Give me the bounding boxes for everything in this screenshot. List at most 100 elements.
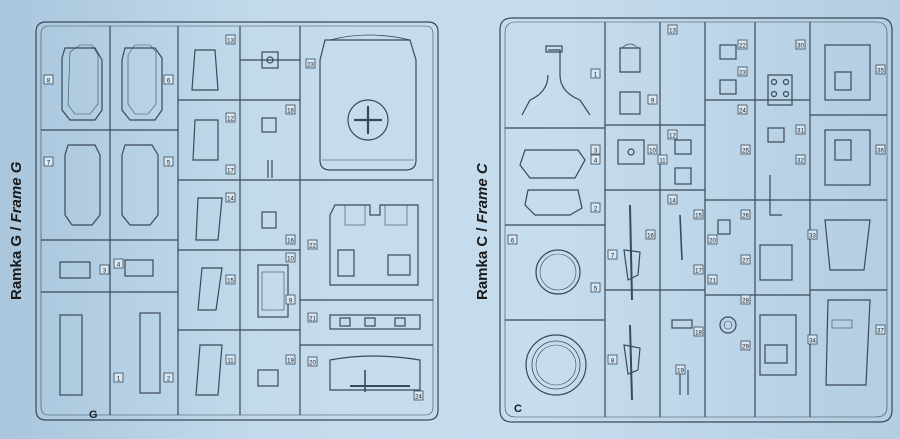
part-number-tag [590, 68, 601, 79]
part-number-tag [647, 144, 658, 155]
part-number-tag [285, 234, 296, 245]
part-number-tag [740, 294, 751, 305]
part-number: 32 [797, 159, 804, 165]
part-number: 1 [117, 377, 121, 383]
frame-g-label-main: Ramka G [8, 234, 25, 300]
part-number-tag [507, 234, 518, 245]
part-number: 14 [227, 197, 234, 203]
frame-g-parts [59, 34, 421, 396]
part-number-tag [667, 194, 678, 205]
frame-c-outline [499, 17, 893, 423]
frame-c-runners [505, 22, 887, 417]
part-number-tag [795, 154, 806, 165]
part-number: 28 [742, 299, 749, 305]
part-number-tag [590, 144, 601, 155]
frame-g-runners [41, 26, 433, 415]
part-number: 12 [227, 117, 234, 123]
part-number-tag [693, 209, 704, 220]
part-number: 27 [742, 259, 749, 265]
part-number-tag [657, 154, 668, 165]
part-number: 9 [289, 299, 293, 305]
part-number: 33 [809, 234, 816, 240]
part-number-tag [590, 154, 601, 165]
part-number-tag [667, 129, 678, 140]
part-number-tag [43, 74, 54, 85]
part-number: 5 [594, 287, 598, 293]
part-number-tag [875, 324, 886, 335]
part-number: 19 [677, 369, 684, 375]
part-number-tag [225, 274, 236, 285]
part-number: 20 [309, 361, 316, 367]
part-number-tag [307, 312, 318, 323]
part-number: 13 [227, 39, 234, 45]
part-number-tag [740, 254, 751, 265]
part-number-tag [795, 39, 806, 50]
part-number-tag [225, 34, 236, 45]
part-number: 16 [287, 239, 294, 245]
frame-g-outline [35, 21, 439, 421]
part-number-tag [737, 104, 748, 115]
part-number-tag [285, 104, 296, 115]
frame-g-label-sub: Frame G [8, 161, 25, 223]
part-number: 30 [797, 44, 804, 50]
frame-c-part-numbers: 1342567891011121314151617181920212223242… [507, 24, 886, 375]
part-number: 29 [742, 345, 749, 351]
part-number-tag [163, 74, 174, 85]
part-number: 21 [709, 279, 716, 285]
part-number-tag [607, 249, 618, 260]
part-number-tag [307, 239, 318, 250]
part-number-tag [807, 334, 818, 345]
part-number-tag [707, 234, 718, 245]
part-number: 34 [809, 339, 816, 345]
part-number-tag [413, 390, 424, 401]
frame-c-label: Ramka C / Frame C [474, 163, 491, 300]
part-number: 24 [739, 109, 746, 115]
part-number: 18 [287, 109, 294, 115]
part-number: 15 [227, 279, 234, 285]
part-number-tag [225, 192, 236, 203]
part-number: 1 [594, 73, 598, 79]
part-number-tag [285, 354, 296, 365]
part-number-tag [737, 39, 748, 50]
part-number: 13 [669, 29, 676, 35]
part-number-tag [307, 356, 318, 367]
part-number-tag [225, 354, 236, 365]
part-number-tag [675, 364, 686, 375]
part-number-tag [225, 164, 236, 175]
part-number: 25 [742, 149, 749, 155]
frame-c-label-main: Ramka C [474, 235, 491, 300]
part-number-tag [113, 258, 124, 269]
part-number: 23 [307, 63, 314, 69]
part-number: 16 [647, 234, 654, 240]
frame-c-corner-letter: C [514, 403, 522, 415]
part-number-tag [737, 66, 748, 77]
part-number: 10 [649, 149, 656, 155]
part-number: 22 [309, 244, 316, 250]
part-number: 10 [287, 257, 294, 263]
part-number-tag [645, 229, 656, 240]
part-number: 3 [594, 149, 598, 155]
part-number-tag [795, 124, 806, 135]
frame-g-label: Ramka G / Frame G [8, 162, 25, 300]
part-number: 19 [287, 359, 294, 365]
part-number-tag [667, 24, 678, 35]
part-number: 7 [611, 254, 615, 260]
part-number-tag [225, 112, 236, 123]
part-number: 22 [739, 44, 746, 50]
part-number-tag [693, 326, 704, 337]
part-number: 35 [877, 69, 884, 75]
part-number: 14 [669, 199, 676, 205]
part-number-tag [113, 372, 124, 383]
part-number: 11 [227, 359, 234, 365]
part-number-tag [807, 229, 818, 240]
frame-c-parts [519, 43, 871, 401]
part-number: 2 [594, 207, 598, 213]
part-number: 8 [611, 359, 615, 365]
part-number: 17 [227, 169, 234, 175]
part-number: 8 [47, 79, 51, 85]
part-number-tag [305, 58, 316, 69]
part-number: 3 [103, 269, 107, 275]
part-number: 11 [659, 159, 666, 165]
